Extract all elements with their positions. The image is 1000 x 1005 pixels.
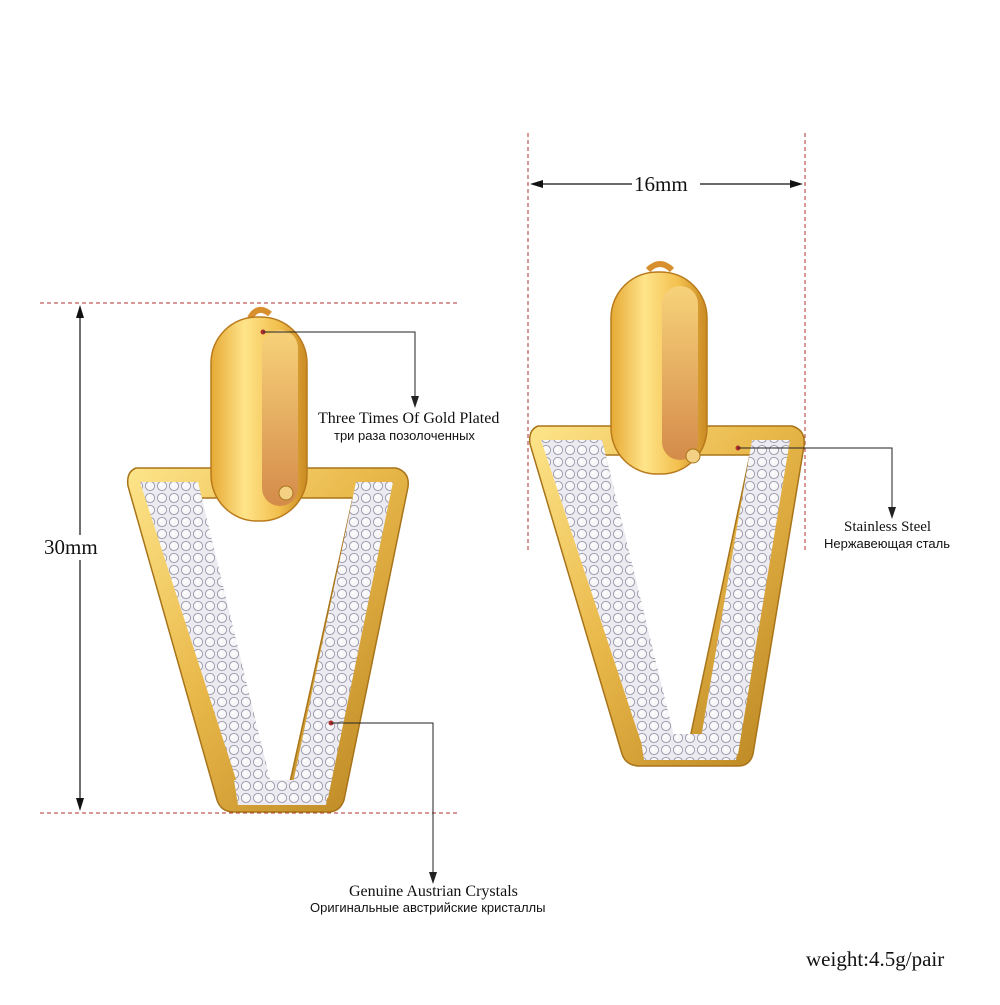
right-earring <box>528 261 805 767</box>
left-pave-left-arm <box>140 482 272 798</box>
left-hoop-ring <box>247 306 272 320</box>
right-pave-right-arm <box>700 440 790 754</box>
right-hoop-ring <box>645 261 675 273</box>
gold-plated-label-ru: три раза позолоченных <box>334 428 475 443</box>
height-label: 30mm <box>44 535 98 560</box>
left-pave-bottom <box>234 780 330 805</box>
crystals-leader <box>331 722 434 880</box>
height-arrow-head-bottom <box>76 798 84 811</box>
gold-plated-leader-head <box>411 396 419 408</box>
weight-label: weight:4.5g/pair <box>806 947 945 971</box>
steel-leader-head <box>888 507 896 519</box>
gold-plated-label: Three Times Of Gold Plated <box>318 410 500 427</box>
crystals-leader-head <box>429 872 437 884</box>
left-hoop-hinge <box>278 485 294 501</box>
right-pave-left-arm <box>541 440 676 754</box>
height-arrow-head-top <box>76 305 84 318</box>
width-arrow-head-right <box>790 180 803 188</box>
right-hoop-inner <box>662 286 698 460</box>
width-arrow-head-left <box>530 180 543 188</box>
crystals-label: Genuine Austrian Crystals <box>349 883 518 900</box>
steel-leader <box>738 447 893 515</box>
steel-label-ru: Нержавеющая сталь <box>824 536 950 551</box>
steel-label: Stainless Steel <box>844 519 932 535</box>
right-pave-bottom <box>640 734 740 760</box>
gold-plated-leader <box>263 331 416 404</box>
left-hoop-inner <box>262 330 298 506</box>
width-label: 16mm <box>634 172 688 196</box>
left-pave-right-arm <box>292 482 393 798</box>
crystals-label-ru: Оригинальные австрийские кристаллы <box>310 900 546 915</box>
right-hoop-hinge <box>685 448 701 464</box>
left-earring <box>126 306 409 813</box>
